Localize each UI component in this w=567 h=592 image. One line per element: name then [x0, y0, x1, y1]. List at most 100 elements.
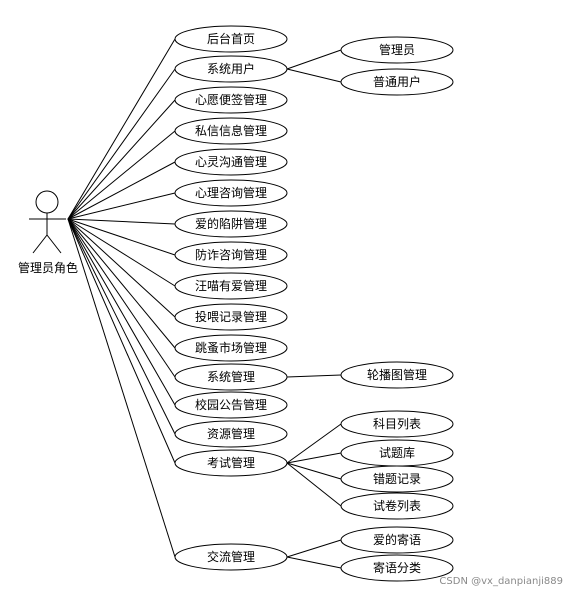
association-actor-pm: [67, 130, 176, 220]
use-case-papers-shape: [340, 492, 454, 520]
association-actor-trap: [67, 218, 176, 225]
association-actor-pet: [67, 218, 176, 287]
use-case-psy: 心理咨询管理: [174, 179, 288, 207]
use-case-wordcat-shape: [340, 554, 454, 582]
use-case-home-label: 后台首页: [207, 31, 255, 46]
use-case-res-shape: [174, 420, 288, 448]
use-case-flea-label: 跳蚤市场管理: [195, 340, 267, 355]
use-case-pet-label: 汪喵有爱管理: [195, 278, 267, 293]
use-case-normaluser-shape: [340, 68, 454, 96]
use-case-feed-shape: [174, 303, 288, 331]
use-case-wish-shape: [174, 86, 288, 114]
use-case-papers: 试卷列表: [340, 492, 454, 520]
association-exam-subjects: [286, 423, 342, 464]
use-case-comm: 交流管理: [174, 543, 288, 571]
use-case-sysmgr-label: 系统管理: [207, 369, 255, 384]
use-case-flea: 跳蚤市场管理: [174, 334, 288, 362]
association-exam-papers: [286, 462, 342, 507]
use-case-sysmgr: 系统管理: [174, 363, 288, 391]
association-actor-flea: [67, 218, 176, 349]
use-case-pet: 汪喵有爱管理: [174, 272, 288, 300]
association-actor-home: [67, 38, 176, 220]
use-case-bank-label: 试题库: [379, 445, 415, 460]
use-case-home-shape: [174, 25, 288, 53]
use-case-fraud-label: 防诈咨询管理: [195, 247, 267, 262]
use-case-comm-label: 交流管理: [207, 549, 255, 564]
use-case-flea-shape: [174, 334, 288, 362]
use-case-carousel-shape: [340, 361, 454, 389]
association-actor-fraud: [67, 218, 176, 256]
use-case-normaluser: 普通用户: [340, 68, 454, 96]
association-comm-wordcat: [286, 556, 342, 569]
use-case-sysuser: 系统用户: [174, 55, 288, 83]
use-case-sysmgr-shape: [174, 363, 288, 391]
use-case-pm: 私信信息管理: [174, 117, 288, 145]
use-case-res: 资源管理: [174, 420, 288, 448]
association-actor-exam: [67, 218, 176, 464]
use-case-wrong-shape: [340, 465, 454, 493]
use-case-subjects-shape: [340, 410, 454, 438]
use-case-ellipses: 后台首页系统用户管理员普通用户心愿便签管理私信信息管理心灵沟通管理心理咨询管理爱…: [174, 25, 454, 582]
association-sysmgr-carousel: [286, 374, 342, 378]
actor-right-leg: [46, 234, 62, 254]
watermark: CSDN @vx_danpianji889: [439, 576, 563, 587]
actor-left-leg: [32, 234, 48, 254]
use-case-carousel: 轮播图管理: [340, 361, 454, 389]
use-case-soul: 心灵沟通管理: [174, 148, 288, 176]
association-actor-res: [67, 218, 176, 435]
use-case-trap-shape: [174, 210, 288, 238]
use-case-psy-label: 心理咨询管理: [195, 185, 267, 200]
use-case-home: 后台首页: [174, 25, 288, 53]
association-actor-feed: [67, 218, 176, 318]
use-case-carousel-label: 轮播图管理: [367, 367, 427, 382]
use-case-exam-label: 考试管理: [207, 455, 255, 470]
association-sysuser-admin: [286, 49, 342, 70]
use-case-psy-shape: [174, 179, 288, 207]
use-case-normaluser-label: 普通用户: [373, 74, 421, 89]
use-case-pet-shape: [174, 272, 288, 300]
use-case-subjects: 科目列表: [340, 410, 454, 438]
association-actor-comm: [67, 218, 176, 558]
association-comm-loveword: [286, 539, 342, 558]
use-case-trap-label: 爱的陷阱管理: [195, 216, 267, 231]
use-case-comm-shape: [174, 543, 288, 571]
association-actor-soul: [67, 161, 176, 220]
use-case-papers-label: 试卷列表: [373, 498, 421, 513]
use-case-admin: 管理员: [340, 36, 454, 64]
use-case-soul-label: 心灵沟通管理: [195, 154, 267, 169]
use-case-feed-label: 投喂记录管理: [195, 309, 267, 324]
use-case-exam-shape: [174, 449, 288, 477]
association-actor-psy: [67, 192, 176, 220]
use-case-wish-label: 心愿便签管理: [195, 92, 267, 107]
use-case-notice-label: 校园公告管理: [195, 397, 267, 412]
use-case-res-label: 资源管理: [207, 426, 255, 441]
use-case-notice-shape: [174, 391, 288, 419]
association-actor-wish: [67, 99, 176, 220]
use-case-trap: 爱的陷阱管理: [174, 210, 288, 238]
association-actor-sysuser: [67, 68, 176, 220]
use-case-notice: 校园公告管理: [174, 391, 288, 419]
use-case-soul-shape: [174, 148, 288, 176]
use-case-wordcat-label: 寄语分类: [373, 560, 421, 575]
use-case-loveword-label: 爱的寄语: [373, 532, 421, 547]
use-case-pm-label: 私信信息管理: [195, 123, 267, 138]
use-case-sysuser-label: 系统用户: [207, 61, 255, 76]
association-exam-wrong: [286, 462, 342, 480]
use-case-feed: 投喂记录管理: [174, 303, 288, 331]
use-case-loveword-shape: [340, 526, 454, 554]
actor-head: [35, 190, 59, 214]
use-case-fraud-shape: [174, 241, 288, 269]
use-case-wrong-label: 错题记录: [373, 472, 421, 486]
use-case-sysuser-shape: [174, 55, 288, 83]
actor-stick-figure: 管理员角色: [18, 190, 78, 275]
use-case-fraud: 防诈咨询管理: [174, 241, 288, 269]
use-case-admin-shape: [340, 36, 454, 64]
use-case-bank: 试题库: [340, 439, 454, 467]
association-lines: [67, 38, 342, 569]
use-case-admin-label: 管理员: [379, 42, 415, 57]
use-case-wordcat: 寄语分类: [340, 554, 454, 582]
use-case-wrong: 错题记录: [340, 465, 454, 493]
association-actor-notice: [67, 218, 176, 406]
